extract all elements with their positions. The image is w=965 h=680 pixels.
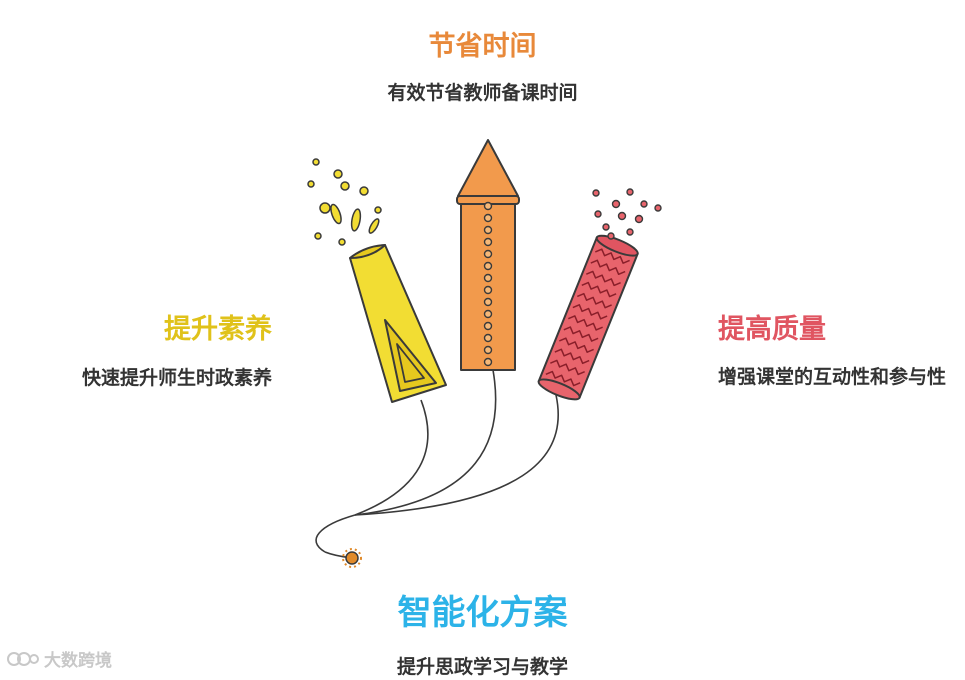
title-improve-quality: 提高质量: [718, 314, 826, 345]
desc-smart-solution: 提升思政学习与教学: [396, 656, 568, 678]
logo-icon: [7, 651, 39, 666]
desc-improve-quality: 增强课堂的互动性和参与性: [718, 366, 947, 388]
title-improve-literacy: 提升素养: [164, 314, 272, 345]
orange-rocket-icon: [456, 139, 520, 371]
desc-save-time: 有效节省教师备课时间: [387, 82, 578, 104]
yellow-sparkles: [307, 158, 382, 246]
watermark-text: 大数跨境: [44, 651, 112, 671]
title-smart-solution: 智能化方案: [397, 593, 568, 633]
yellow-rocket-icon: [349, 244, 447, 403]
red-rocket-icon: [537, 234, 639, 401]
title-save-time: 节省时间: [428, 31, 537, 62]
fuse-spark-icon: [342, 548, 362, 568]
fuse-lines: [315, 369, 560, 559]
desc-improve-literacy: 快速提升师生时政素养: [81, 367, 272, 389]
red-sparkles: [592, 188, 662, 240]
watermark: 大数跨境: [6, 646, 112, 671]
